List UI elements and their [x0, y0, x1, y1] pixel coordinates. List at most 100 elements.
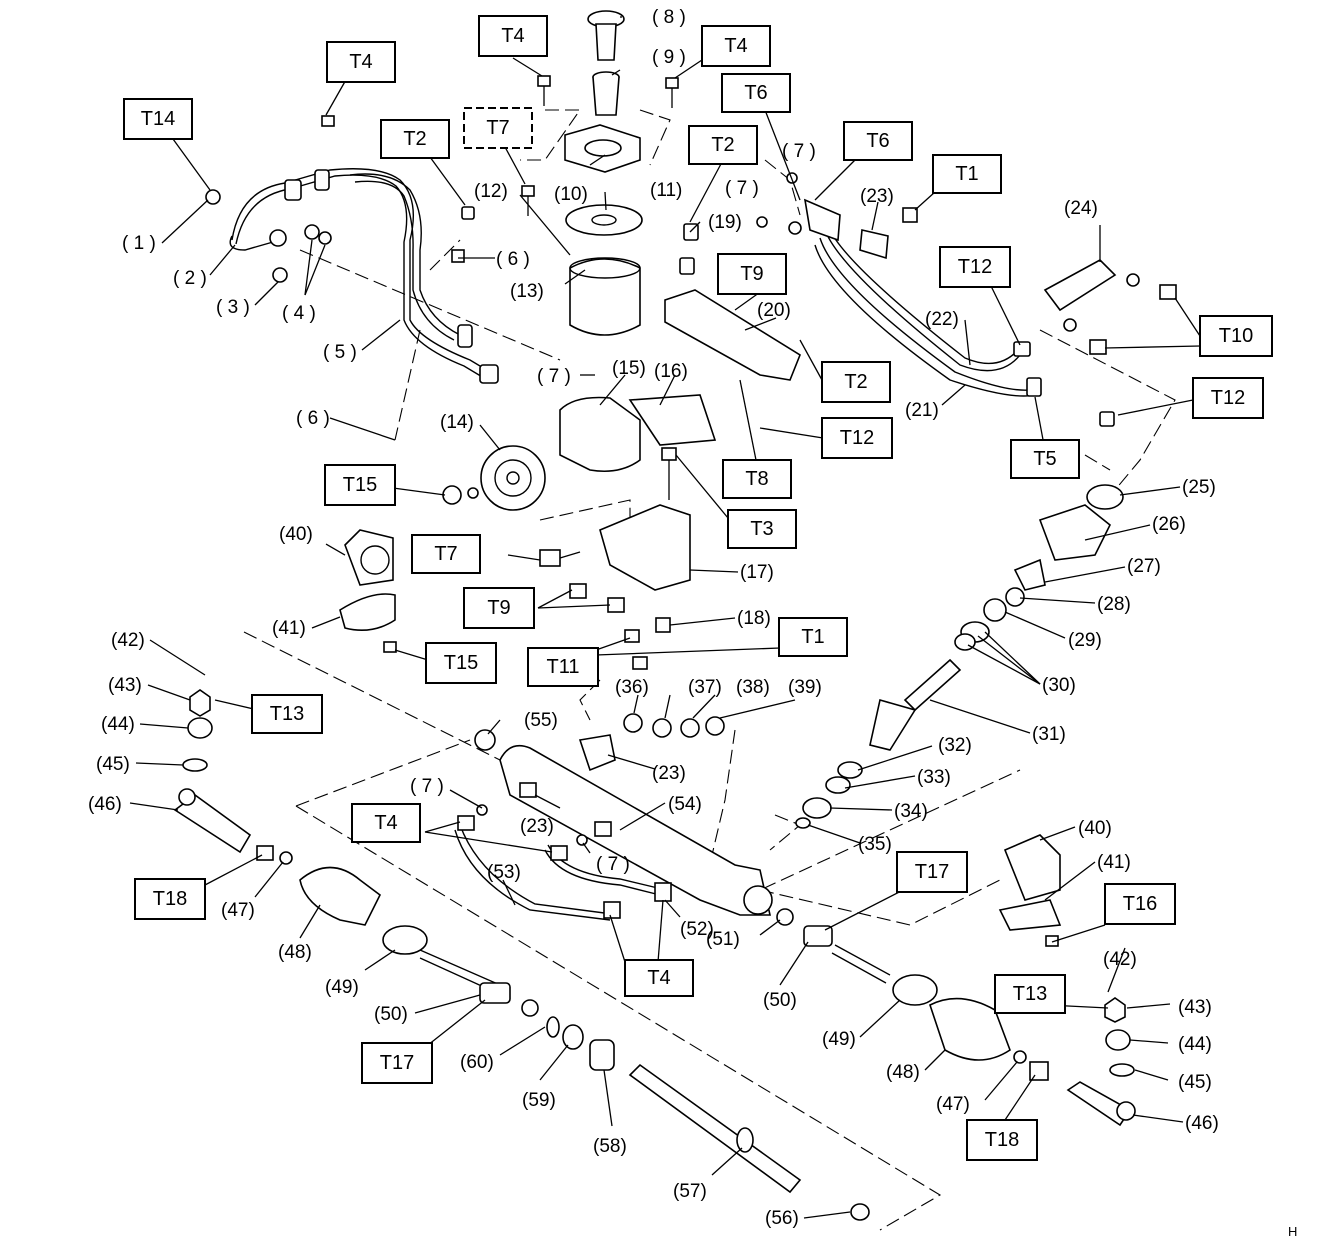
torque-label-T12: T12 — [821, 417, 893, 459]
part-label: ( 7 ) — [410, 776, 444, 797]
part-label: (27) — [1127, 556, 1161, 577]
torque-label-T17: T17 — [361, 1042, 433, 1084]
svg-text:T1: T1 — [801, 626, 824, 648]
torque-label-T18: T18 — [134, 878, 206, 920]
torque-label-T9: T9 — [463, 587, 535, 629]
torque-label-T18: T18 — [966, 1119, 1038, 1161]
torque-label-T10: T10 — [1199, 315, 1273, 357]
svg-text:T10: T10 — [1219, 325, 1253, 347]
torque-label-T2: T2 — [688, 125, 758, 165]
part-label: (55) — [524, 710, 558, 731]
torque-label-T13: T13 — [994, 974, 1066, 1014]
part-label: ( 5 ) — [323, 342, 357, 363]
torque-label-T4: T4 — [326, 41, 396, 83]
part-label: (42) — [1103, 949, 1137, 970]
part-label: (48) — [278, 942, 312, 963]
part-label: (47) — [936, 1094, 970, 1115]
svg-text:T4: T4 — [724, 35, 747, 57]
torque-label-T7: T7 — [411, 534, 481, 574]
part-label: ( 7 ) — [782, 141, 816, 162]
svg-text:T2: T2 — [844, 371, 867, 393]
part-label: (14) — [440, 412, 474, 433]
svg-text:T8: T8 — [745, 468, 768, 490]
torque-label-T1: T1 — [778, 617, 848, 657]
part-label: (36) — [615, 677, 649, 698]
part-label: (60) — [460, 1052, 494, 1073]
part-label: (28) — [1097, 594, 1131, 615]
part-label: (59) — [522, 1090, 556, 1111]
part-label: (32) — [938, 735, 972, 756]
part-label: (18) — [737, 608, 771, 629]
svg-text:T1: T1 — [955, 163, 978, 185]
torque-label-T17: T17 — [896, 851, 968, 893]
part-label: (10) — [554, 184, 588, 205]
part-label: ( 6 ) — [496, 249, 530, 270]
torque-label-T4: T4 — [624, 959, 694, 997]
part-label: (37) — [688, 677, 722, 698]
svg-text:T3: T3 — [750, 518, 773, 540]
part-label: ( 3 ) — [216, 297, 250, 318]
part-label: (19) — [708, 212, 742, 233]
part-label: (17) — [740, 562, 774, 583]
torque-label-T16: T16 — [1104, 883, 1176, 925]
part-label: (30) — [1042, 675, 1076, 696]
corner-mark: H — [1288, 1224, 1297, 1239]
part-label: (45) — [1178, 1072, 1212, 1093]
part-label: (54) — [668, 794, 702, 815]
torque-label-T8: T8 — [722, 459, 792, 499]
part-label: (39) — [788, 677, 822, 698]
torque-label-T6: T6 — [843, 121, 913, 161]
part-label: (35) — [858, 834, 892, 855]
torque-label-T9: T9 — [717, 253, 787, 295]
part-label: ( 2 ) — [173, 268, 207, 289]
part-label: ( 8 ) — [652, 7, 686, 28]
torque-label-T13: T13 — [251, 694, 323, 734]
part-label: ( 7 ) — [725, 178, 759, 199]
part-label: (13) — [510, 281, 544, 302]
torque-label-T3: T3 — [727, 509, 797, 549]
part-label: (44) — [1178, 1034, 1212, 1055]
leader-lines — [129, 16, 1201, 1219]
part-label: ( 4 ) — [282, 303, 316, 324]
part-label: (50) — [374, 1004, 408, 1025]
torque-label-T7: T7 — [463, 107, 533, 149]
part-label: (58) — [593, 1136, 627, 1157]
svg-text:T16: T16 — [1123, 893, 1157, 915]
part-label: (26) — [1152, 514, 1186, 535]
part-label: (40) — [1078, 818, 1112, 839]
part-label: (23) — [652, 763, 686, 784]
part-label: (51) — [706, 929, 740, 950]
part-label: (42) — [111, 630, 145, 651]
part-label: (29) — [1068, 630, 1102, 651]
part-label: (52) — [680, 919, 714, 940]
svg-text:T11: T11 — [547, 656, 580, 678]
svg-text:T7: T7 — [434, 543, 457, 565]
part-label: (41) — [1097, 852, 1131, 873]
part-label: (33) — [917, 767, 951, 788]
part-label: ( 6 ) — [296, 408, 330, 429]
svg-text:T4: T4 — [647, 967, 670, 989]
svg-text:T14: T14 — [141, 108, 175, 130]
torque-label-T2: T2 — [821, 361, 891, 403]
part-label: (53) — [487, 862, 521, 883]
part-label: (43) — [1178, 997, 1212, 1018]
part-label: (24) — [1064, 198, 1098, 219]
svg-text:T7: T7 — [486, 117, 509, 139]
part-label: (12) — [474, 181, 508, 202]
part-label: (49) — [325, 977, 359, 998]
part-label: (11) — [650, 180, 682, 201]
part-label: (45) — [96, 754, 130, 775]
part-label: (50) — [763, 990, 797, 1011]
svg-text:T12: T12 — [840, 427, 874, 449]
torque-label-T4: T4 — [478, 15, 548, 57]
torque-labels: T14 T4 T2 T7 T4 T4 T6 T2 T6 T1 T12 T10 T… — [123, 15, 1273, 1161]
part-label: (46) — [88, 794, 122, 815]
svg-text:T18: T18 — [153, 888, 187, 910]
torque-label-T12: T12 — [939, 246, 1011, 288]
part-label: (23) — [520, 816, 554, 837]
svg-text:T13: T13 — [1013, 983, 1047, 1005]
svg-text:T12: T12 — [958, 256, 992, 278]
part-label: (20) — [757, 300, 791, 321]
part-label: (43) — [108, 675, 142, 696]
